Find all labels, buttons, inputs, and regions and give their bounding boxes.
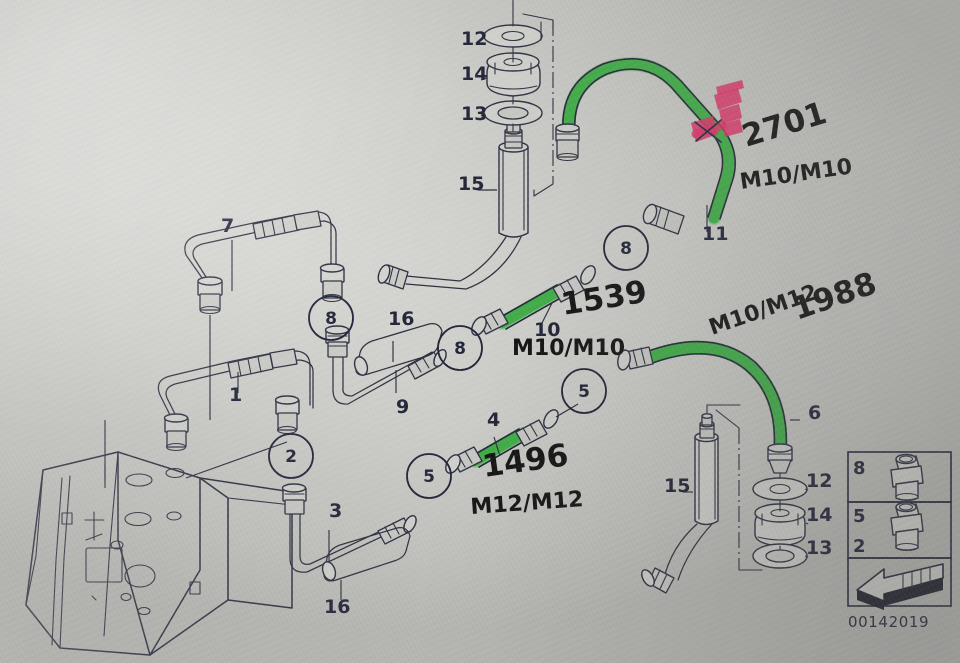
circled-ref-5: 5 bbox=[406, 453, 452, 499]
callout-15: 15 bbox=[458, 173, 484, 195]
part-stack-lower-grommet bbox=[715, 409, 809, 571]
part-14-grommet-upper bbox=[486, 52, 541, 97]
legend-label-2: 2 bbox=[853, 536, 866, 557]
fitting-3-top bbox=[281, 483, 307, 515]
fitting-11-left bbox=[555, 123, 580, 162]
part-11-green-hose bbox=[555, 57, 736, 235]
fitting-4-left bbox=[445, 446, 483, 474]
callout-16: 16 bbox=[324, 596, 350, 618]
fitting-15-lower-end bbox=[641, 567, 675, 594]
fitting-11-right bbox=[642, 203, 685, 235]
handwritten-hwm1212: M12/M12 bbox=[470, 487, 585, 520]
crimp-1a bbox=[227, 353, 274, 379]
circled-ref-label: 8 bbox=[620, 239, 632, 259]
part-stack-upper-grommet bbox=[480, 0, 554, 197]
direction-arrow-icon bbox=[856, 563, 944, 610]
part-9-hose bbox=[324, 325, 447, 405]
callout-4: 4 bbox=[487, 409, 500, 431]
callout-9: 9 bbox=[396, 396, 409, 418]
abs-hydraulic-unit bbox=[25, 420, 293, 656]
part-7-brake-pipe bbox=[184, 210, 345, 420]
diagram-id-text: 00142019 bbox=[848, 613, 929, 631]
circled-ref-label: 2 bbox=[285, 447, 297, 467]
handwritten-hwm1010a: M10/M10 bbox=[738, 154, 853, 194]
part-15-cylinder-lower bbox=[641, 404, 741, 594]
circled-ref-label: 5 bbox=[578, 382, 590, 402]
fitting-4-right bbox=[515, 409, 559, 447]
fitting-1-left bbox=[163, 413, 189, 452]
circled-ref-8: 8 bbox=[437, 325, 483, 371]
callout-11: 11 bbox=[702, 223, 728, 245]
circled-ref-label: 8 bbox=[325, 309, 337, 329]
part-16-rubber-hose-lower bbox=[321, 527, 411, 600]
callout-12: 12 bbox=[461, 28, 487, 50]
pink-marker-annotation bbox=[691, 80, 744, 143]
callout-1: 1 bbox=[229, 384, 242, 406]
part-13-seal-lower bbox=[752, 543, 808, 569]
part-4-green-hose bbox=[445, 403, 579, 474]
fitting-6-bottom bbox=[767, 443, 793, 483]
fitting-7-right bbox=[319, 263, 345, 303]
part-1-brake-pipe bbox=[157, 348, 314, 452]
callout-14: 14 bbox=[461, 63, 487, 85]
fitting-10-left bbox=[471, 308, 509, 336]
handwritten-hwm1010b: M10/M10 bbox=[512, 336, 625, 361]
fitting-9-top bbox=[324, 325, 350, 358]
circled-ref-label: 5 bbox=[423, 467, 435, 487]
part-3-bent-pipe bbox=[281, 483, 417, 573]
crimp-1b bbox=[269, 348, 298, 369]
circled-reference-group: 8 8 8 2 5 5 bbox=[268, 225, 649, 499]
crimp-7a bbox=[252, 214, 300, 240]
legend-label-8: 8 bbox=[853, 458, 866, 479]
callout-13: 13 bbox=[461, 103, 487, 125]
callout-15: 15 bbox=[664, 475, 690, 497]
circled-ref-5: 5 bbox=[561, 368, 607, 414]
callout-16: 16 bbox=[388, 308, 414, 330]
part-13-seal-upper bbox=[483, 100, 543, 126]
circled-ref-8: 8 bbox=[603, 225, 649, 271]
pink-fitting-sketch bbox=[714, 80, 744, 137]
legend-label-5: 5 bbox=[853, 506, 866, 527]
fitting-15-hose-end bbox=[377, 264, 409, 290]
callout-6: 6 bbox=[808, 402, 821, 424]
circled-ref-8: 8 bbox=[308, 295, 354, 341]
callout-13: 13 bbox=[806, 537, 832, 559]
callout-14: 14 bbox=[806, 504, 832, 526]
fitting-6-top bbox=[617, 346, 654, 371]
callout-7: 7 bbox=[221, 215, 234, 237]
circled-ref-2: 2 bbox=[268, 433, 314, 479]
callout-3: 3 bbox=[329, 500, 342, 522]
part-16-rubber-hose-upper bbox=[353, 323, 443, 376]
hex-fitting-icon-2 bbox=[890, 501, 924, 552]
part-12-washer-lower bbox=[752, 477, 808, 501]
legend-box: 8 5 2 bbox=[847, 451, 952, 631]
callout-labels: 12 14 13 15 7 1 16 9 10 11 4 3 16 6 15 12 14 13 bbox=[221, 28, 832, 618]
part-15-cylinder-upper bbox=[377, 116, 529, 290]
handwritten-hw1988: 1988 bbox=[788, 265, 881, 327]
fitting-1-right bbox=[274, 395, 300, 435]
part-10-green-hose bbox=[471, 265, 596, 336]
callout-10: 10 bbox=[534, 319, 560, 341]
part-6-green-hose bbox=[617, 340, 800, 459]
fitting-7-left bbox=[197, 276, 223, 315]
fitting-10-right bbox=[552, 265, 596, 303]
callout-12: 12 bbox=[806, 470, 832, 492]
part-12-washer-upper bbox=[483, 24, 543, 48]
crimp-7b bbox=[293, 210, 322, 231]
circled-ref-label: 8 bbox=[454, 339, 466, 359]
hex-fitting-icon bbox=[890, 453, 924, 502]
part-14-grommet-lower bbox=[754, 499, 806, 547]
handwritten-hw2701: 2701 bbox=[738, 95, 831, 155]
